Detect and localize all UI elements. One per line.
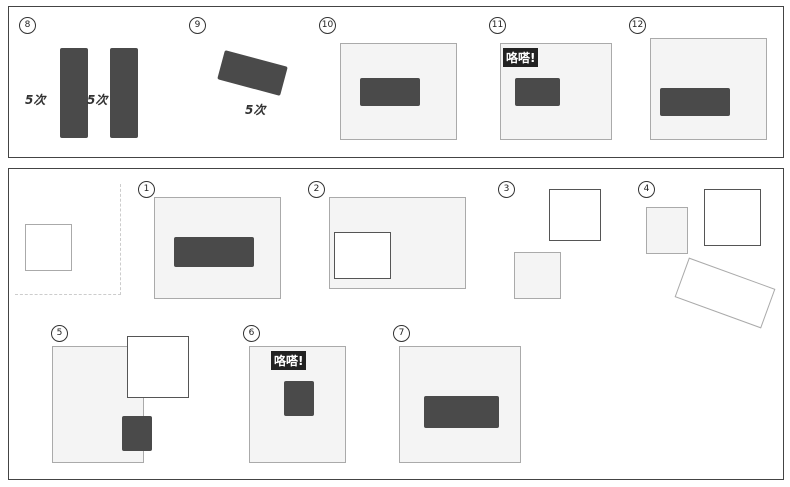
step-number: 5: [51, 325, 68, 342]
step-number: 12: [629, 17, 646, 34]
step-number: 2: [308, 181, 325, 198]
step-number: 7: [393, 325, 410, 342]
waste-toner-box-illustration: [122, 416, 152, 451]
toner-container-illustration: [217, 50, 288, 96]
step-12: 12: [625, 13, 775, 153]
toner-container-illustration: [360, 78, 420, 106]
waste-toner-box-illustration: [284, 381, 314, 416]
toner-container-illustration: [60, 48, 88, 138]
click-label: 咯嗒!: [271, 351, 307, 370]
plastic-bag-illustration: [674, 257, 776, 329]
bottom-instruction-panel: 1 2 3 4 5 6 咯嗒! 7: [8, 168, 784, 480]
waste-toner-box-preview: [15, 184, 121, 295]
detail-inset: [127, 336, 189, 398]
step-number: 3: [498, 181, 515, 198]
detail-inset: [549, 189, 601, 241]
step-10: 10: [315, 13, 475, 153]
step-number: 1: [138, 181, 155, 198]
step-4: 4: [634, 177, 779, 337]
waste-toner-box-illustration: [646, 207, 688, 254]
step-11: 11 咯嗒!: [485, 13, 625, 153]
front-cover-illustration: [174, 237, 254, 267]
step-number: 8: [19, 17, 36, 34]
shake-count-label: 5次: [87, 93, 108, 107]
printer-illustration: [399, 346, 521, 463]
step-3: 3: [494, 177, 629, 307]
step-8: 8 5次 5次: [15, 13, 155, 153]
step-number: 6: [243, 325, 260, 342]
top-instruction-panel: 8 5次 5次 9 5次 10 11 咯嗒! 12: [8, 6, 784, 158]
toner-container-illustration: [515, 78, 560, 106]
step-1: 1: [134, 177, 294, 307]
detail-inset: [704, 189, 761, 246]
step-number: 9: [189, 17, 206, 34]
waste-toner-box-illustration: [25, 224, 72, 271]
detail-inset: [334, 232, 391, 279]
step-5: 5: [47, 321, 207, 471]
step-7: 7: [389, 321, 529, 471]
click-label: 咯嗒!: [503, 48, 539, 67]
front-cover-illustration: [424, 396, 499, 428]
step-2: 2: [304, 177, 479, 307]
front-cover-illustration: [660, 88, 730, 116]
step-6: 6 咯嗒!: [239, 321, 359, 471]
shake-count-label: 5次: [245, 103, 266, 117]
shake-count-label: 5次: [25, 93, 46, 107]
step-number: 4: [638, 181, 655, 198]
step-number: 10: [319, 17, 336, 34]
toner-container-illustration: [110, 48, 138, 138]
step-9: 9 5次: [185, 13, 315, 153]
waste-toner-box-illustration: [514, 252, 561, 299]
step-number: 11: [489, 17, 506, 34]
